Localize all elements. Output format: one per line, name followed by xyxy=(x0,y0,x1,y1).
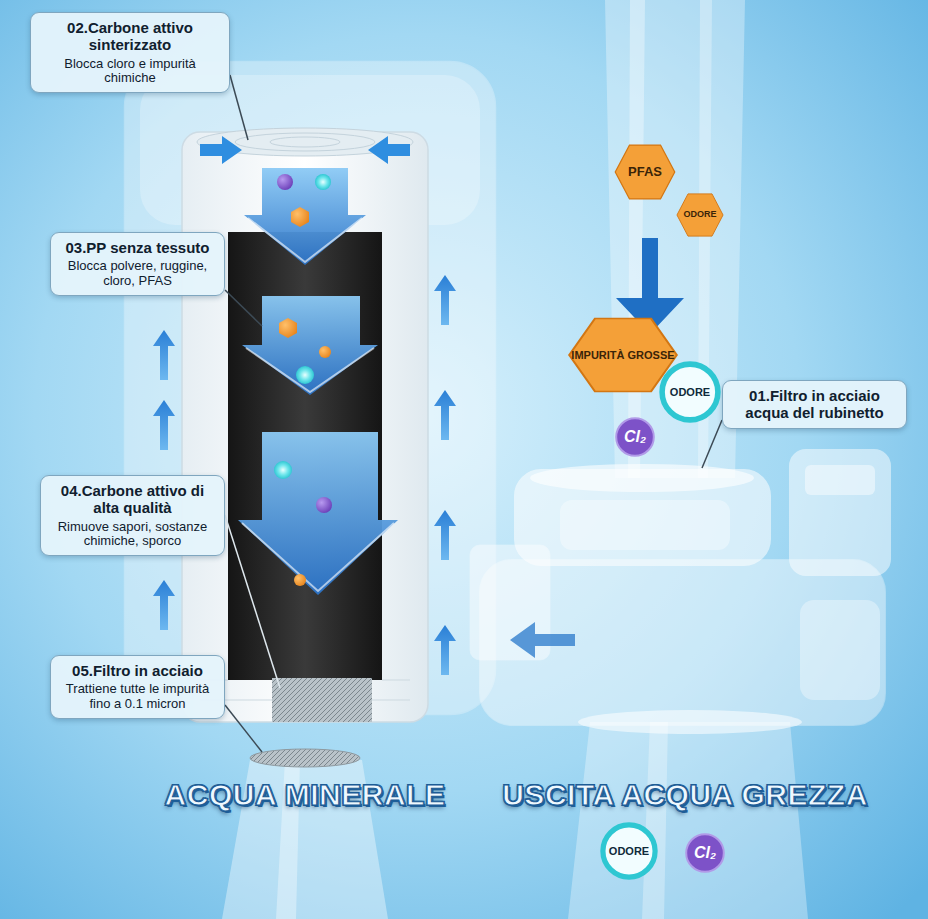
impurity-particles xyxy=(315,174,331,190)
flow-arrows xyxy=(200,136,242,164)
callout-box: 01.Filtro in acciaio acqua del rubinetto xyxy=(722,380,907,429)
callout-text: Rimuove sapori, sostanze chimiche, sporc… xyxy=(49,520,216,550)
callout-text: Blocca polvere, ruggine, cloro, PFAS xyxy=(59,259,216,289)
callout-box: 03.PP senza tessutoBlocca polvere, ruggi… xyxy=(50,232,225,296)
faucet xyxy=(510,622,575,658)
circle-outline xyxy=(616,418,654,456)
faucet xyxy=(578,710,802,734)
flow-arrows xyxy=(153,330,175,380)
filter-cartridge xyxy=(382,680,410,681)
faucet xyxy=(480,560,885,725)
hexagon-outline xyxy=(569,319,677,392)
badge-text-wrap: Cl₂ xyxy=(685,833,725,873)
faucet xyxy=(790,450,890,575)
badge-text-wrap: PFAS xyxy=(614,144,676,200)
water-label: USCITA ACQUA GREZZA xyxy=(502,778,868,812)
odor-badge: ODORE xyxy=(600,822,658,880)
filter-cartridge xyxy=(235,133,375,151)
callout-text: Trattiene tutte le impurità fino a 0.1 m… xyxy=(59,682,216,712)
chlorine-badge: Cl₂ xyxy=(615,417,655,457)
flow-arrows xyxy=(368,136,410,164)
callout-heading: 02.Carbone attivo sinterizzato xyxy=(39,19,221,54)
callout-box: 02.Carbone attivo sinterizzatoBlocca clo… xyxy=(30,12,230,93)
faucet xyxy=(560,500,730,550)
badge-text: PFAS xyxy=(628,165,662,179)
water-stream xyxy=(642,722,668,919)
badge-text-wrap: ODORE xyxy=(676,193,724,237)
flow-arrows xyxy=(434,625,456,675)
leader-line xyxy=(230,75,248,140)
odor-badge: ODORE xyxy=(659,361,721,423)
hexagon-outline xyxy=(615,145,675,199)
impurity-particles xyxy=(319,346,331,358)
badge-text-wrap: Cl₂ xyxy=(615,417,655,457)
leader-line xyxy=(225,515,280,688)
badge-text: ODORE xyxy=(670,386,710,398)
flow-arrows xyxy=(153,400,175,450)
filter-cartridge xyxy=(250,749,360,767)
flow-arrows xyxy=(153,136,684,675)
filter-cartridge xyxy=(270,137,340,147)
circle-outline xyxy=(686,834,724,872)
impurity-particles xyxy=(294,574,306,586)
leader-line xyxy=(225,705,262,752)
callout-heading: 05.Filtro in acciaio xyxy=(59,662,216,679)
ring-outline xyxy=(662,364,718,420)
flow-arrows xyxy=(246,348,374,392)
callout-heading: 03.PP senza tessuto xyxy=(59,239,216,256)
badge-text: ODORE xyxy=(683,210,716,220)
impurity-particles xyxy=(274,174,332,586)
water-stream xyxy=(568,722,808,919)
filter-cartridge xyxy=(372,700,410,701)
badge-text: IMPURITÀ GROSSE xyxy=(571,349,674,361)
impurity-particles xyxy=(274,461,292,479)
leader-line xyxy=(225,290,262,326)
leader-line xyxy=(702,420,722,468)
flow-arrows xyxy=(153,580,175,630)
faucet xyxy=(530,464,754,492)
badge-text-wrap: ODORE xyxy=(659,361,721,423)
faucet xyxy=(805,465,875,495)
callout-box: 05.Filtro in acciaioTrattiene tutte le i… xyxy=(50,655,225,719)
faucet xyxy=(470,450,890,734)
badge-text: Cl₂ xyxy=(624,428,646,446)
flow-arrows xyxy=(242,296,378,395)
chlorine-badge: Cl₂ xyxy=(685,833,725,873)
badge-text-wrap: ODORE xyxy=(600,822,658,880)
filter-cartridge xyxy=(182,132,428,722)
flow-arrows xyxy=(244,168,366,265)
faucet xyxy=(800,600,880,700)
badge-text: Cl₂ xyxy=(694,844,716,862)
ring-outline xyxy=(603,825,655,877)
impurity-particles xyxy=(291,207,309,227)
flow-arrows xyxy=(434,510,456,560)
callout-heading: 01.Filtro in acciaio acqua del rubinetto xyxy=(731,387,898,422)
flow-arrows xyxy=(238,432,398,595)
callout-text: Blocca cloro e impurità chimiche xyxy=(39,57,221,87)
contaminant-hexagon: PFAS xyxy=(614,144,676,200)
flow-arrows xyxy=(242,523,394,591)
filter-cartridge xyxy=(272,678,372,722)
callout-heading: 04.Carbone attivo di alta qualità xyxy=(49,482,216,517)
flow-arrows xyxy=(434,275,456,325)
impurity-particles xyxy=(277,174,293,190)
flow-arrows xyxy=(434,390,456,440)
badge-text: ODORE xyxy=(609,845,649,857)
flow-arrows xyxy=(248,218,362,262)
impurity-particles xyxy=(296,366,314,384)
impurity-particles xyxy=(316,497,332,513)
impurity-particles xyxy=(279,318,297,338)
contaminant-hexagon: ODORE xyxy=(676,193,724,237)
water-label: ACQUA MINERALE xyxy=(165,778,446,812)
callout-box: 04.Carbone attivo di alta qualitàRimuove… xyxy=(40,475,225,556)
hexagon-outline xyxy=(677,194,723,236)
